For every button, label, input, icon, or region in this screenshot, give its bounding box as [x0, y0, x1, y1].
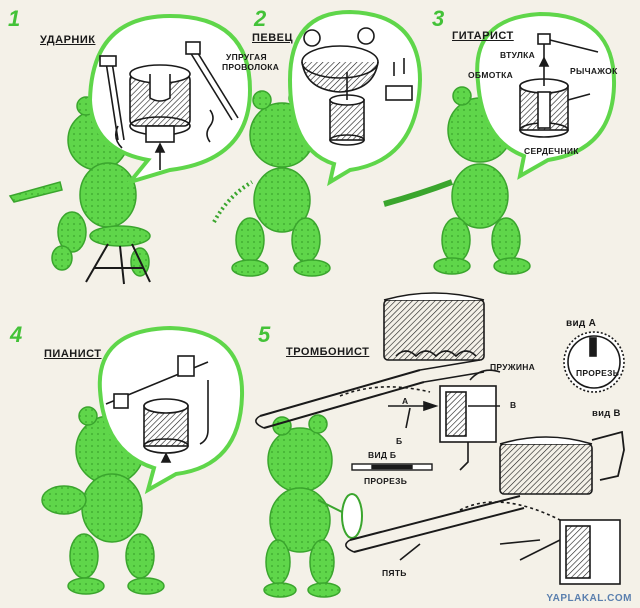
panel-5-label-b: Б — [396, 436, 403, 446]
panel-5-label-a: А — [402, 396, 409, 406]
watermark: YAPLAKAL.COM — [546, 593, 632, 604]
green-frog-figure — [8, 94, 151, 277]
view-b-slot-strip — [351, 463, 433, 471]
panel-5-heel-label: ПЯТЬ — [382, 568, 407, 578]
panel-5-view-b-title: ВИД Б — [368, 450, 397, 460]
panel-5-title: ТРОМБОНИСТ — [286, 346, 370, 358]
panel-1-part-wire: ПРОВОЛОКА — [222, 62, 280, 72]
panel-4-pianist — [41, 325, 245, 595]
panel-3-guitarist — [383, 11, 617, 275]
trombone-mechanism-lower — [345, 436, 621, 585]
panel-1-title: УДАРНИК — [40, 34, 96, 46]
green-frog-figure — [41, 404, 165, 595]
panel-5-slot-label: ПРОРЕЗЬ — [364, 476, 408, 486]
panel-2-title: ПЕВЕЦ — [252, 32, 294, 44]
panel-4-number: 4 — [10, 322, 23, 347]
panel-3-title: ГИТАРИСТ — [452, 30, 514, 42]
drum-stool — [85, 243, 151, 285]
panel-4-title: ПИАНИСТ — [44, 348, 102, 360]
drummer-mechanism-callout — [87, 13, 253, 186]
panel-3-number: 3 — [432, 6, 445, 31]
view-a-gear-disc — [563, 331, 625, 393]
trombone-mechanism-upper — [255, 292, 501, 471]
guitarist-mechanism-callout — [475, 11, 617, 180]
view-a-title: вид А — [566, 318, 597, 329]
panel-3-part-winding: ОБМОТКА — [468, 70, 514, 80]
panel-3-part-core: СЕРДЕЧНИК — [524, 146, 579, 156]
panel-5-label-v: В — [510, 400, 517, 410]
view-a-slot-label: ПРОРЕЗЬ — [576, 368, 620, 378]
panel-3-part-lever: РЫЧАЖОК — [570, 66, 618, 76]
panel-5-part-spring: ПРУЖИНА — [490, 362, 536, 372]
pianist-mechanism-callout — [97, 325, 245, 495]
view-v-title: вид В — [592, 408, 621, 419]
panel-3-part-bushing: ВТУЛКА — [500, 50, 536, 60]
panel-1-number: 1 — [8, 6, 21, 31]
view-v-crank — [591, 430, 625, 481]
singer-mouth-callout — [287, 9, 423, 187]
panel-1-part-elastic: УПРУГАЯ — [226, 52, 267, 62]
green-trombone — [317, 493, 363, 539]
panel-2-singer — [212, 9, 423, 277]
panel-1-drummer — [8, 13, 253, 285]
panel-5-trombonist — [255, 292, 625, 598]
panel-5-number: 5 — [258, 322, 271, 347]
panel-2-number: 2 — [254, 6, 267, 31]
green-frog-figure — [263, 414, 341, 598]
